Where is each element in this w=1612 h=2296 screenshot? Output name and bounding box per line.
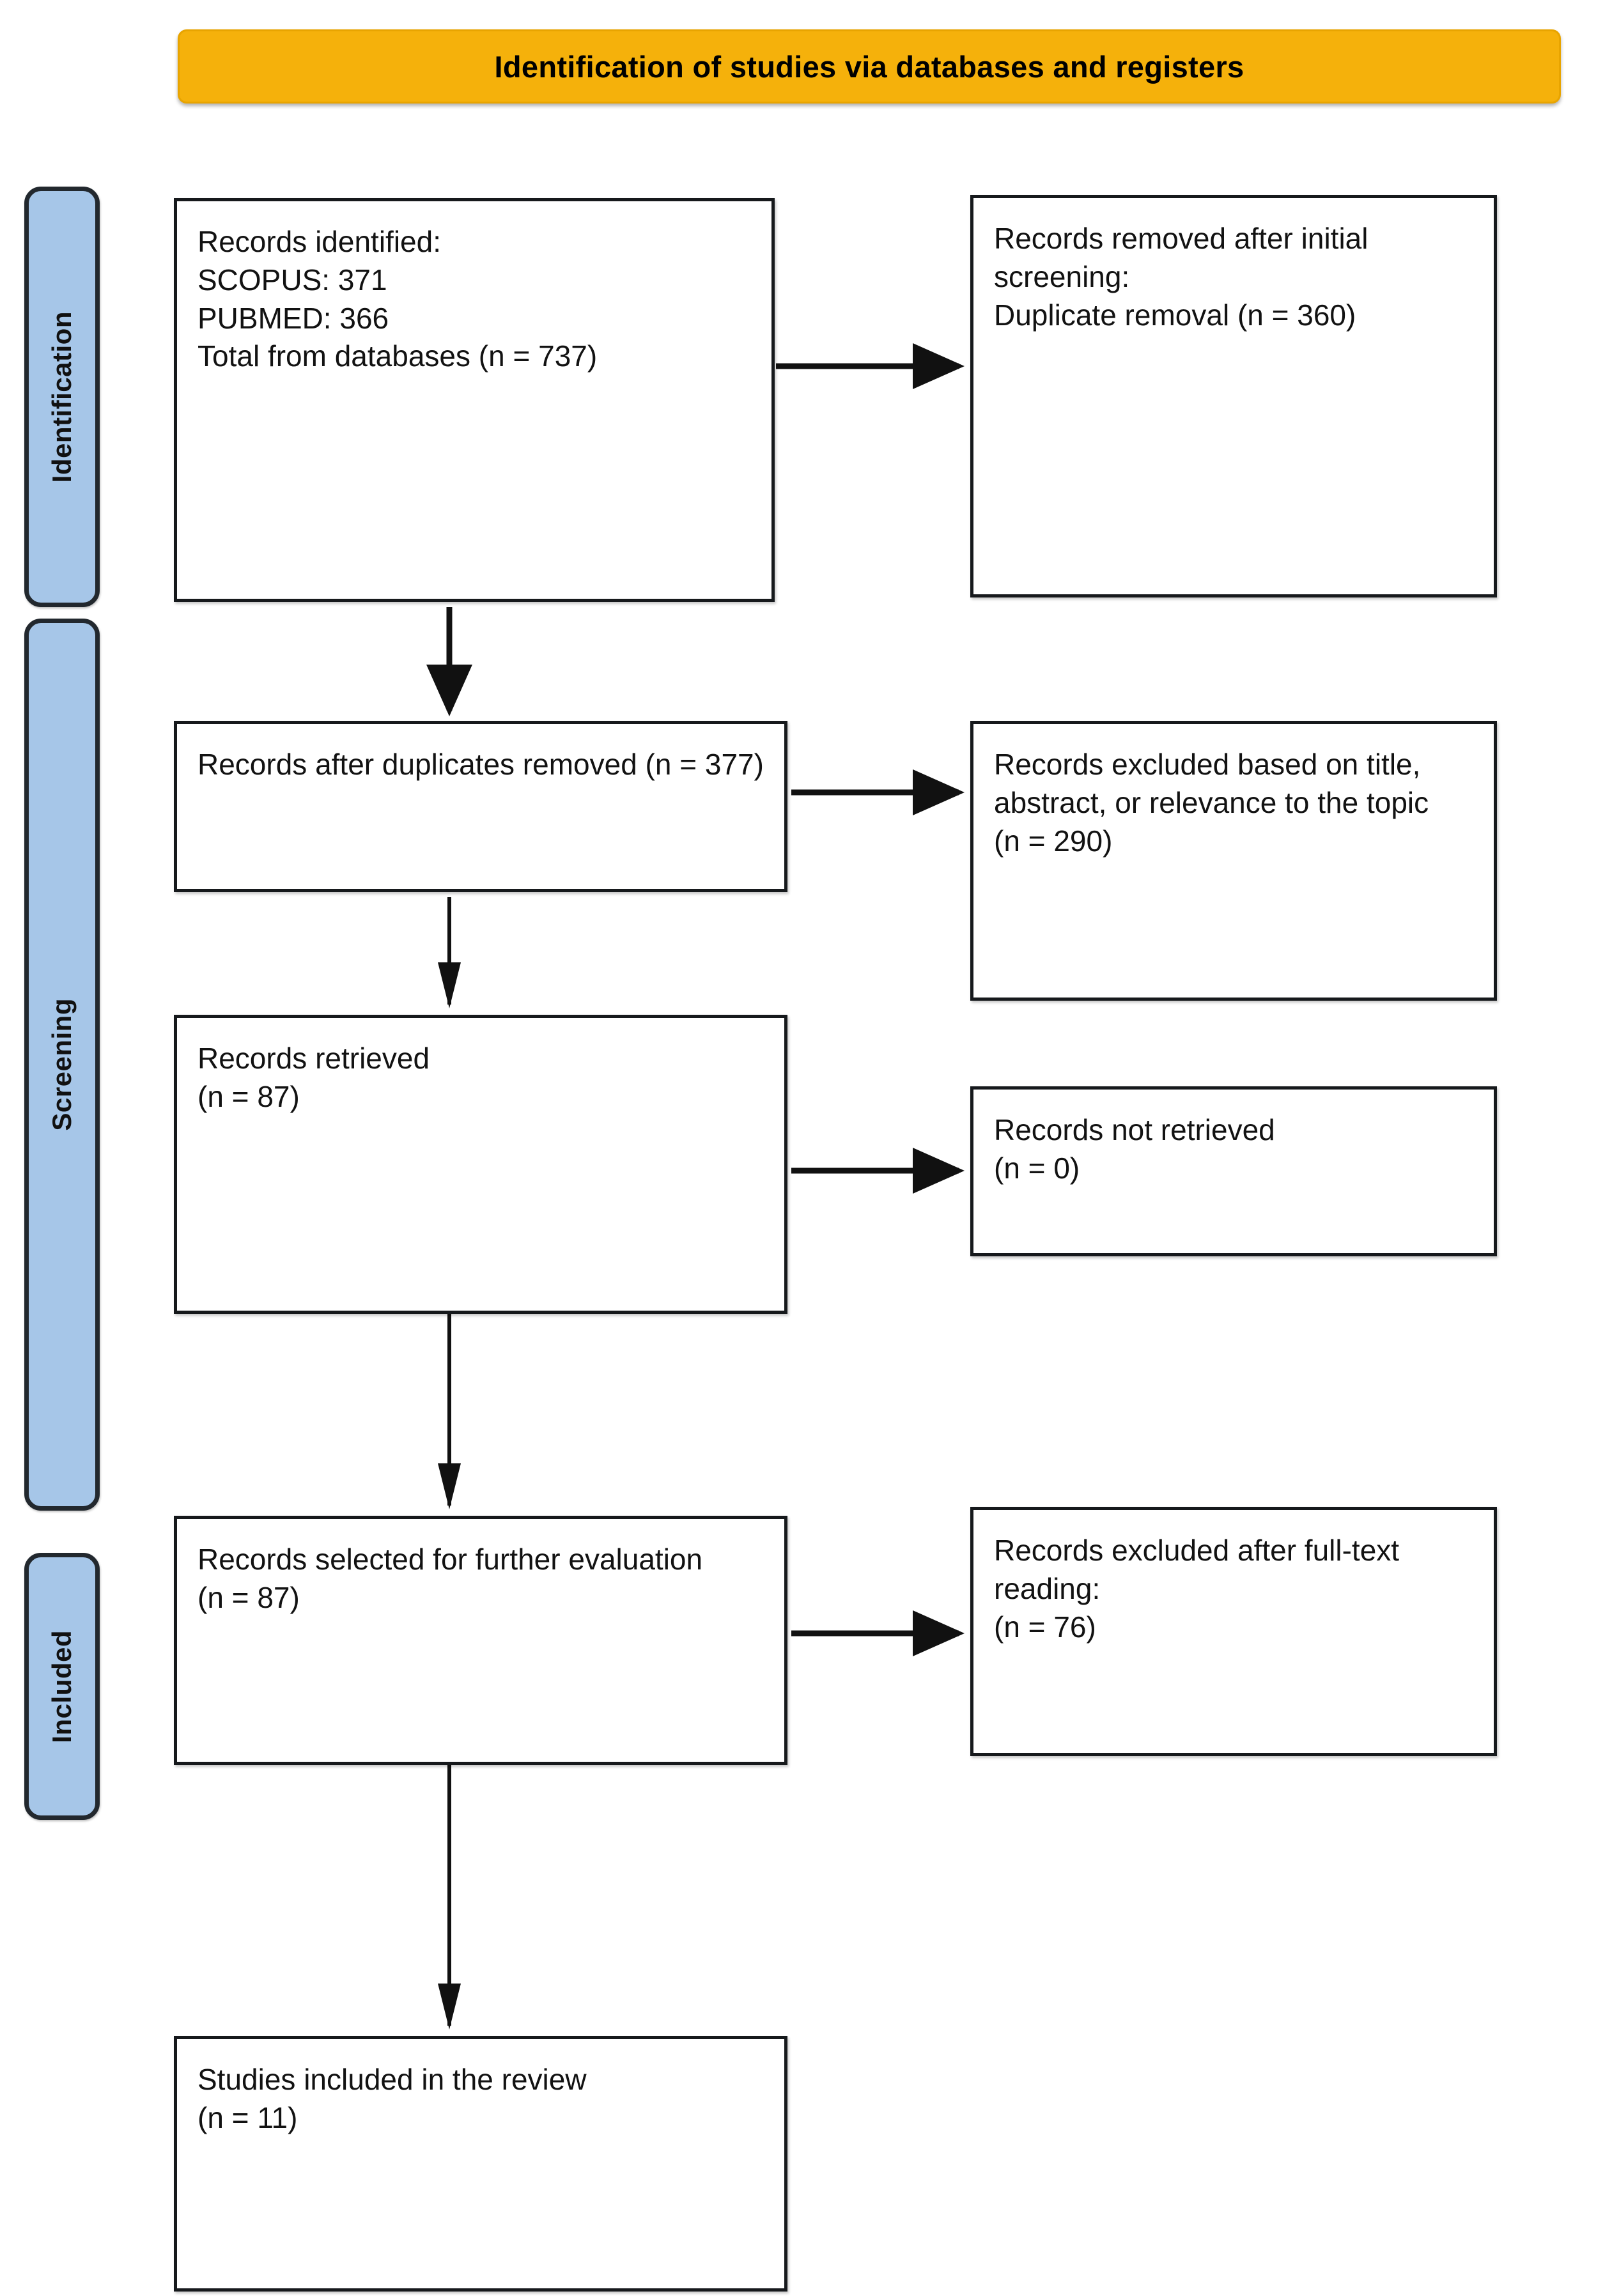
diagram-title-banner: Identification of studies via databases … [178,29,1561,104]
diagram-title: Identification of studies via databases … [494,49,1244,84]
stage-label-included: Included [24,1553,100,1820]
box-studies-included: Studies included in the review (n = 11) [174,2036,787,2292]
stage-label-screening: Screening [24,619,100,1511]
box-records-removed: Records removed after initial screening:… [970,195,1497,597]
box-records-after-duplicates: Records after duplicates removed (n = 37… [174,721,787,892]
stage-label-identification: Identification [24,187,100,607]
box-records-identified-text: Records identified: SCOPUS: 371 PUBMED: … [198,225,598,373]
box-records-selected: Records selected for further evaluation … [174,1516,787,1765]
box-records-excluded-fulltext: Records excluded after full-text reading… [970,1507,1497,1756]
box-records-excluded-title: Records excluded based on title, abstrac… [970,721,1497,1001]
box-records-not-retrieved-text: Records not retrieved (n = 0) [994,1113,1275,1185]
box-records-retrieved: Records retrieved (n = 87) [174,1015,787,1314]
box-records-excluded-title-text: Records excluded based on title, abstrac… [994,748,1429,858]
box-records-identified: Records identified: SCOPUS: 371 PUBMED: … [174,198,775,602]
box-records-not-retrieved: Records not retrieved (n = 0) [970,1086,1497,1256]
box-records-retrieved-text: Records retrieved (n = 87) [198,1042,430,1113]
box-studies-included-text: Studies included in the review (n = 11) [198,2063,587,2134]
box-records-after-duplicates-text: Records after duplicates removed (n = 37… [198,748,764,781]
box-records-selected-text: Records selected for further evaluation … [198,1543,703,1614]
box-records-excluded-fulltext-text: Records excluded after full-text reading… [994,1534,1400,1644]
box-records-removed-text: Records removed after initial screening:… [994,222,1368,332]
